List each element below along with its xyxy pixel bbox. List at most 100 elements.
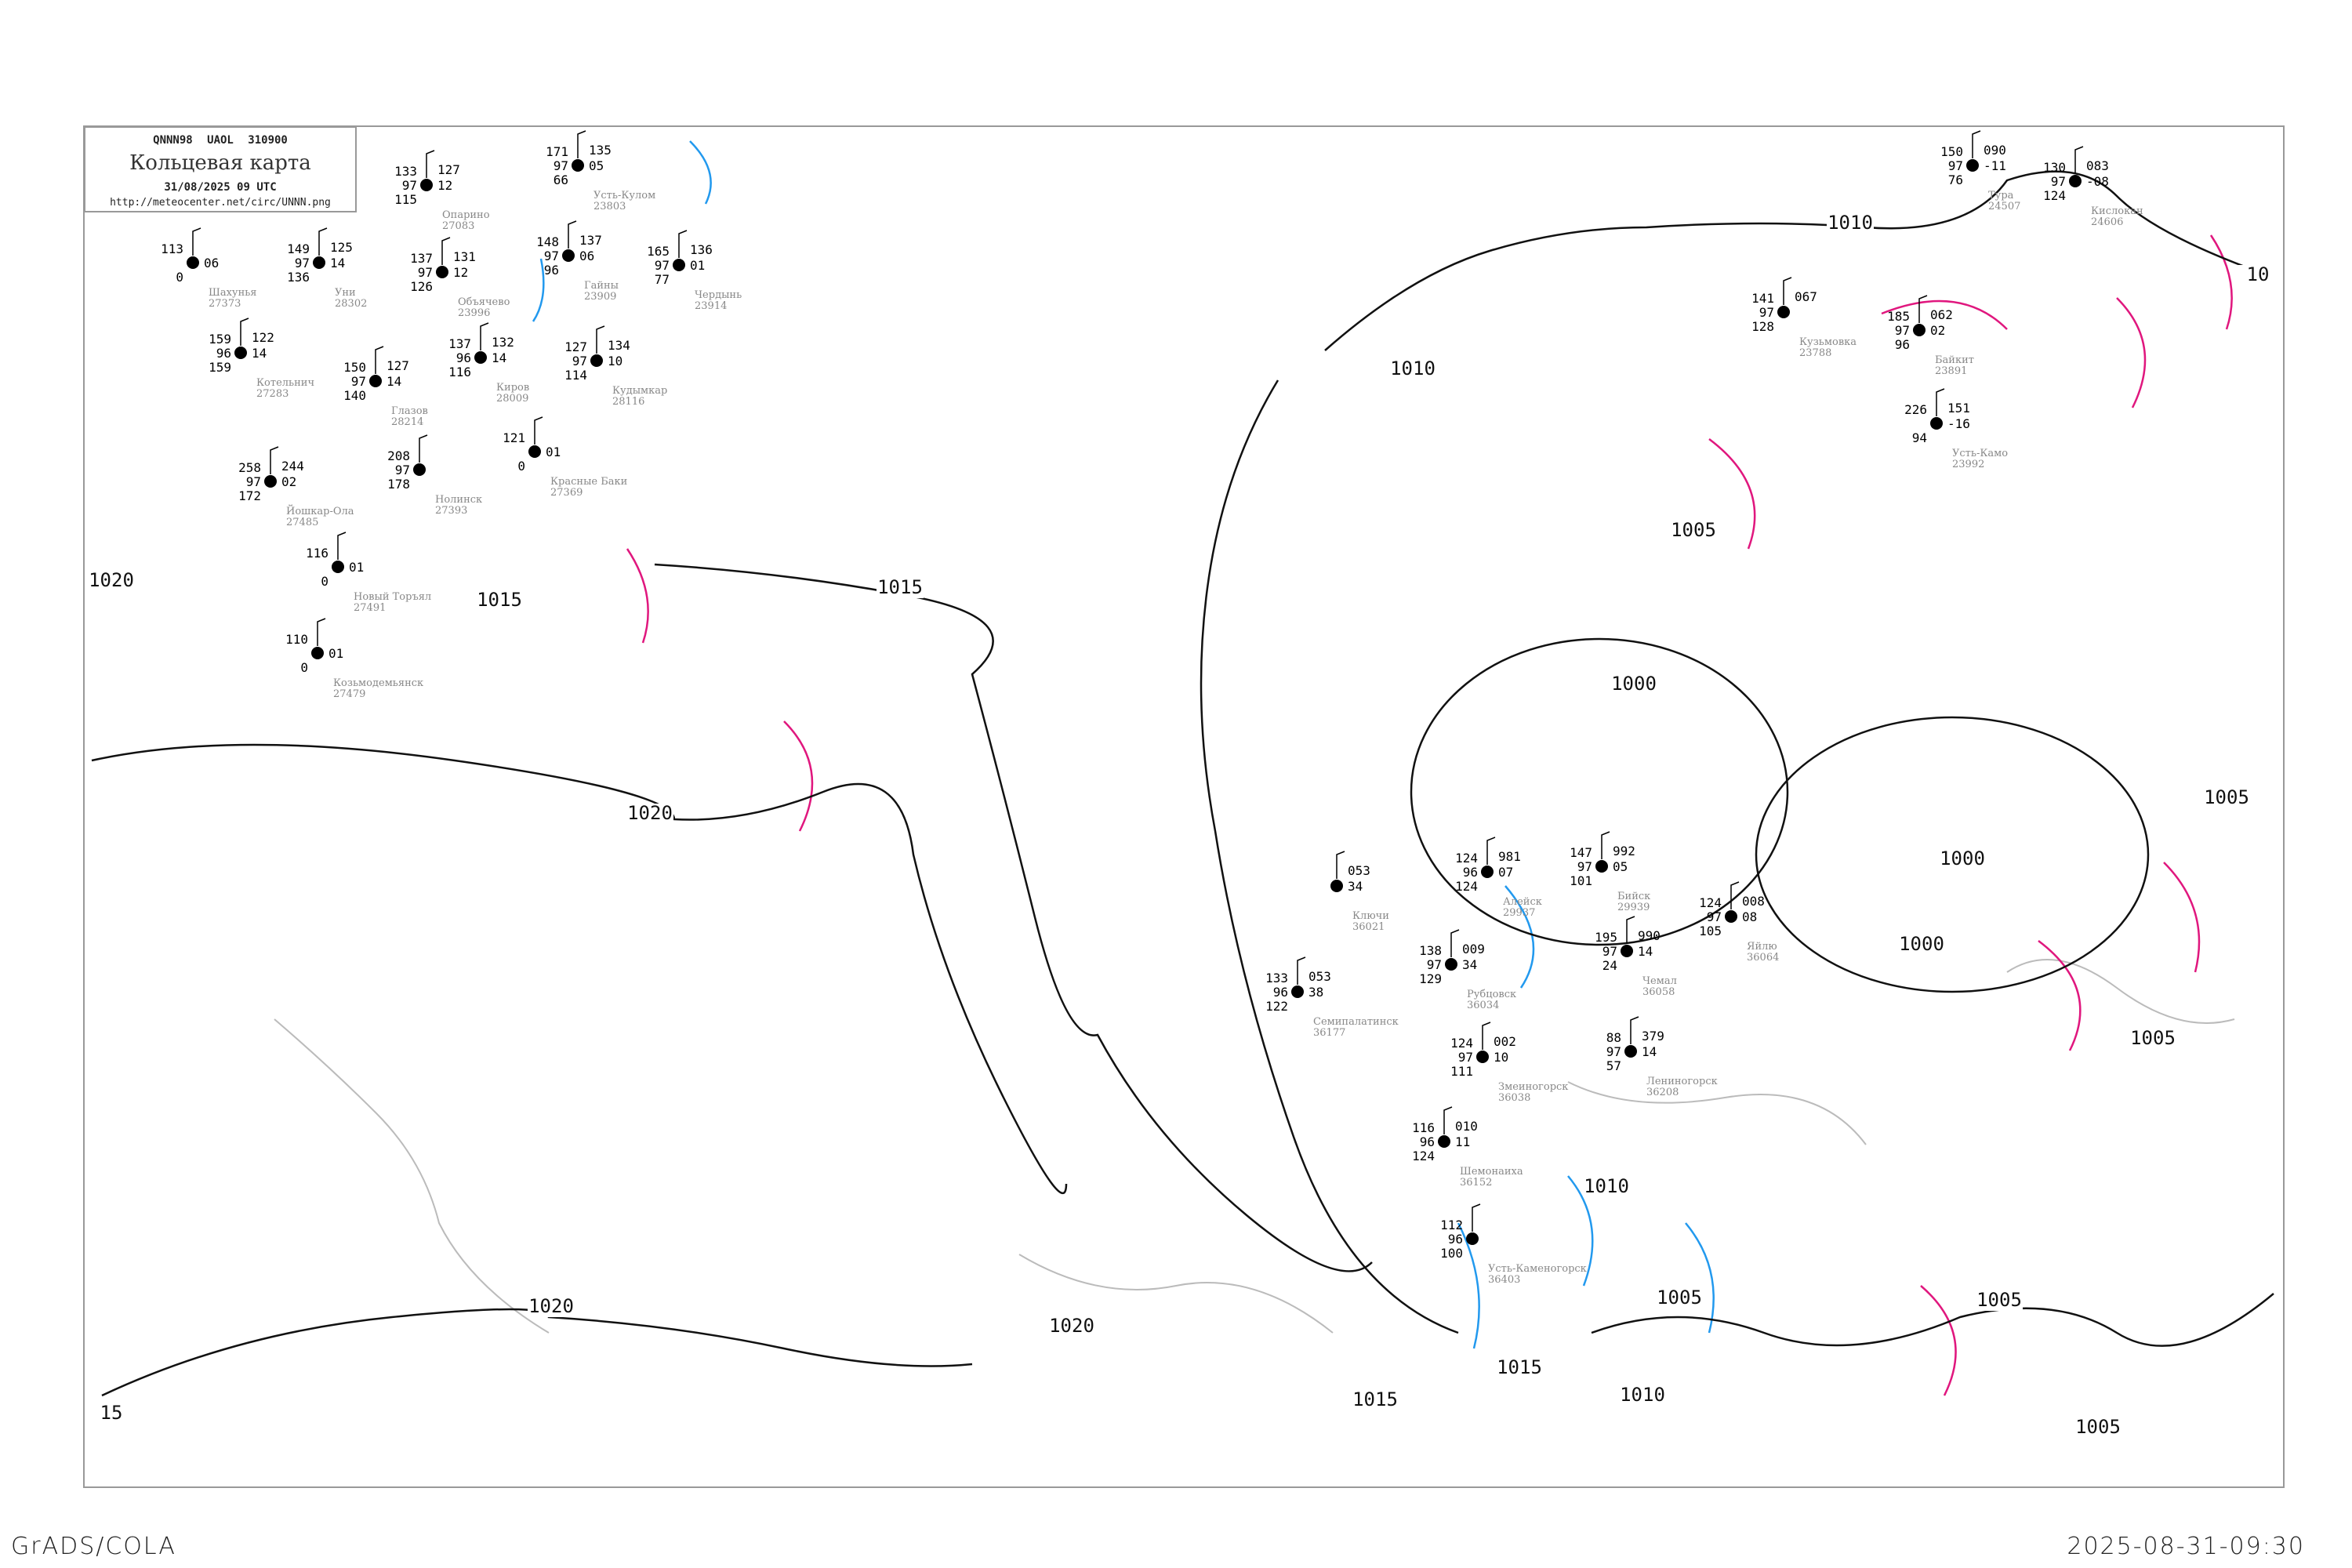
pressure: 379 [1642, 1029, 1664, 1044]
air-temperature: 148 [536, 234, 559, 249]
pressure-tendency: 06 [204, 256, 219, 270]
pressure-tendency: 14 [330, 256, 345, 270]
isobar-label: 1005 [2075, 1416, 2121, 1438]
cloud-cover-icon [2069, 175, 2082, 187]
isobar-label: 1020 [627, 802, 673, 824]
station-id: 36064 [1747, 952, 1779, 964]
isobar-label-bg [1583, 1177, 1630, 1197]
dew-point: 96 [1895, 337, 1910, 352]
pressure-tendency: 14 [492, 350, 506, 365]
isobar-labels: 1020101510151020101010101005100010001000… [88, 212, 2281, 1438]
cloud-info: 97 [418, 265, 433, 280]
station-id: 23788 [1799, 347, 1831, 359]
cloud-info: 97 [572, 354, 587, 368]
station-name: Лениногорск [1646, 1076, 1718, 1087]
wind-barb-icon [1630, 1016, 1639, 1044]
station-name: Кудымкар [612, 385, 667, 397]
isobar-label: 1015 [477, 589, 522, 611]
cloud-cover-icon [1481, 866, 1494, 878]
station-id: 23909 [584, 291, 616, 303]
station-name: Чемал [1642, 975, 1677, 987]
pressure-tendency: 14 [252, 346, 267, 361]
pressure-tendency: 01 [349, 560, 364, 575]
cloud-cover-icon [332, 561, 344, 573]
isobar-label-bg [1610, 674, 1657, 695]
station-id: 29939 [1617, 902, 1650, 913]
pressure: 067 [1795, 289, 1817, 304]
station-id: 24606 [2091, 216, 2123, 228]
isobar-label-bg [2074, 1417, 2122, 1438]
pressure: 992 [1613, 844, 1635, 858]
station-id: 27491 [354, 602, 386, 614]
dew-point: 57 [1606, 1058, 1621, 1073]
cloud-info: 96 [216, 346, 231, 361]
wind-barb-icon [1297, 956, 1306, 985]
wind-barb-icon [318, 227, 328, 256]
wind-barb-icon [2074, 146, 2084, 174]
pressure: 122 [252, 330, 274, 345]
air-temperature: 258 [238, 460, 261, 475]
dew-point: 124 [1412, 1149, 1435, 1163]
map-title-box: QNNN98 UAOL 310900 Кольцевая карта 31/08… [84, 126, 357, 212]
air-temperature: 141 [1751, 291, 1774, 306]
pressure: 053 [1348, 863, 1370, 878]
source-url: http://meteocenter.net/circ/UNNN.png [110, 197, 331, 209]
station-id: 36034 [1467, 1000, 1499, 1011]
isobar-label-bg [528, 1297, 575, 1317]
cloud-info: 97 [1602, 944, 1617, 959]
station-name: Гайны [584, 280, 619, 292]
cloud-cover-icon [369, 375, 382, 387]
cloud-cover-icon [1913, 324, 1926, 336]
pressure-tendency: 14 [1638, 944, 1653, 959]
station-id: 36403 [1488, 1274, 1520, 1286]
cloud-cover-icon [187, 256, 199, 269]
cloud-cover-icon [1725, 910, 1737, 923]
station-id: 27283 [256, 388, 289, 400]
isobar-label: 1000 [1899, 933, 1944, 955]
station-name: Усть-Камо [1952, 448, 2008, 459]
pressure-tendency: 06 [579, 249, 594, 263]
isobar-label: 1020 [89, 569, 134, 591]
station-id: 36038 [1498, 1092, 1530, 1104]
dew-point: 111 [1450, 1064, 1473, 1079]
pressure-tendency: 12 [453, 265, 468, 280]
isobar-label-bg [1048, 1316, 1095, 1337]
wind-barb-icon [1443, 1106, 1453, 1134]
air-temperature: 116 [306, 546, 328, 561]
cloud-cover-icon [474, 351, 487, 364]
dew-point: 129 [1419, 971, 1442, 986]
dew-point: 100 [1440, 1246, 1463, 1261]
